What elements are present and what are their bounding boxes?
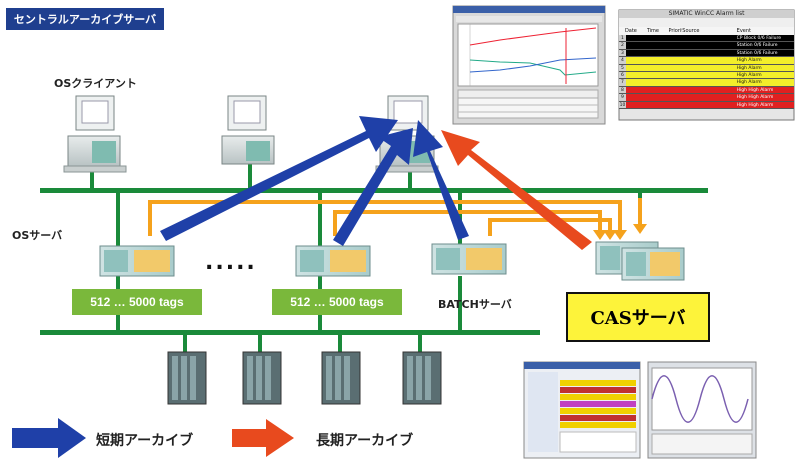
alarm-row: 9 High High Alarm [619,94,794,102]
short-archive-arrow-3 [413,120,469,240]
alarm-row: 8 High High Alarm [619,86,794,95]
ellipsis: ..... [205,250,257,275]
alarm-row: 4 High Alarm [619,57,794,65]
os-server-2 [295,245,371,277]
alarm-list-title: SIMATIC WinCC Alarm list [668,10,745,17]
legend-short-label: 短期アーカイブ [96,433,194,449]
alarm-col-header: Event [736,28,751,34]
alarm-row-event: High Alarm [736,80,762,86]
os-client-1 [63,95,127,173]
alarm-row: 10 High High Alarm [619,101,794,109]
cas-server-icon [595,241,685,281]
alarm-row: 7 High Alarm [619,79,794,87]
batch-server [431,243,507,275]
alarm-row-number: 1 [619,35,626,42]
alarm-row-number: 7 [619,79,626,86]
alarm-col-header: Priority [668,28,682,34]
alarm-col-header: Source [682,28,700,34]
legend-long-label: 長期アーカイブ [316,433,414,449]
alarm-row: 3 Station 0/6 Failure [619,49,794,58]
os-client-2 [221,95,275,165]
alarm-row-number: 8 [619,86,626,94]
alarm-row-number: 5 [619,64,626,71]
controller-3 [321,351,361,405]
alarm-row-number: 9 [619,94,626,101]
alarm-row: 6 High Alarm [619,71,794,80]
alarm-row-event: High High Alarm [736,95,774,101]
alarm-row-event: Station 0/6 Failure [736,50,778,56]
alarm-row-event: Station 0/6 Failure [736,43,778,49]
alarm-row-event: High Alarm [736,65,762,71]
tag-box-2: 512 … 5000 tags [272,289,402,315]
alarm-row-number: 10 [619,101,626,108]
alarm-row-event: High High Alarm [736,102,774,108]
alarm-list-header: Date Time PrioritySource Event [619,27,794,35]
trend-screenshot [452,5,606,125]
table-screenshot [523,361,641,459]
os-server-1 [99,245,175,277]
os-client-label: OSクライアント [54,77,137,90]
short-archive-arrow-1 [160,116,398,241]
controllers [167,351,442,405]
sine-trend-screenshot [647,361,757,459]
alarm-col-header: Time [646,28,659,34]
controller-4 [402,351,442,405]
alarm-row-event: High Alarm [736,72,762,78]
tag-box-1: 512 … 5000 tags [72,289,202,315]
alarm-row-number: 3 [619,49,626,57]
alarm-col-header: Date [624,28,637,34]
os-server-label: OSサーバ [12,229,63,242]
alarm-row-number: 2 [619,42,626,49]
alarm-list-window: SIMATIC WinCC Alarm list Date Time Priorit… [619,10,794,120]
short-archive-arrows [160,116,469,246]
archive-link-heads [593,224,647,240]
cas-server-box: CASサーバ [566,292,710,342]
alarm-row: 2 Station 0/6 Failure [619,42,794,50]
controller-1 [167,351,207,405]
alarm-row: 5 High Alarm [619,64,794,72]
long-archive-arrow [441,130,592,250]
page-title: セントラルアーカイブサーバ [6,8,164,30]
alarm-row: 1 CP Block 0/6 Failure [619,35,794,43]
legend-long-arrow-icon [232,419,294,457]
alarm-row-event: High High Alarm [736,87,774,93]
alarm-row-event: CP Block 0/6 Failure [736,36,782,41]
short-archive-arrow-2 [333,128,413,246]
alarm-row-number: 4 [619,57,626,64]
alarm-row-number: 6 [619,71,626,79]
legend-short-arrow-icon [12,418,86,458]
batch-server-label: BATCHサーバ [438,298,512,311]
controller-2 [242,351,282,405]
alarm-row-event: High Alarm [736,58,762,64]
